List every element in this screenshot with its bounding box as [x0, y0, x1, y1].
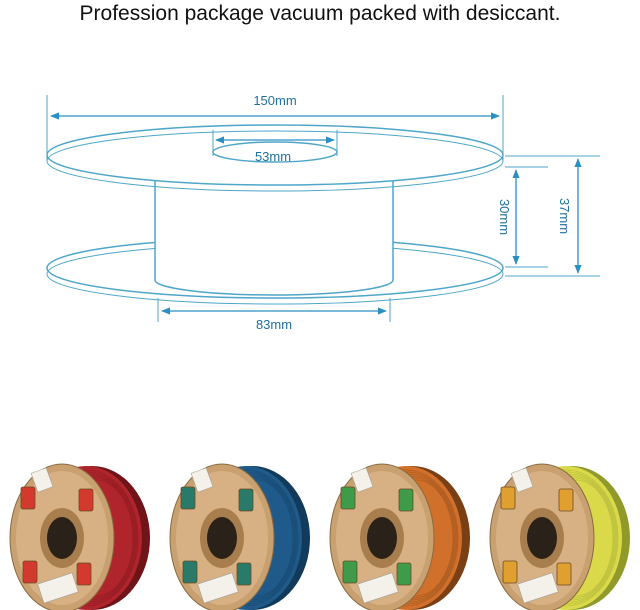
brand-sticker: [30, 467, 54, 493]
hub-hole: [367, 517, 397, 559]
color-window: [556, 562, 572, 586]
color-window: [182, 560, 198, 584]
inner-width-label: 30mm: [497, 199, 512, 235]
flange-diameter-label: 150mm: [253, 93, 296, 108]
hub-hole: [47, 517, 77, 559]
spec-label: [197, 572, 239, 604]
spool-photos: [0, 450, 640, 610]
color-window: [396, 562, 412, 586]
spool-photo-red: [9, 463, 150, 610]
color-window: [76, 562, 92, 586]
color-window: [558, 488, 574, 512]
core-diameter-label: 83mm: [256, 317, 292, 330]
hole-diameter-label: 53mm: [255, 149, 291, 164]
color-window: [340, 486, 356, 510]
color-window: [180, 486, 196, 510]
hub-hole: [207, 517, 237, 559]
spool-dimension-diagram: 150mm 53mm 83mm 30mm 37mm: [46, 93, 600, 330]
spool-photo-blue: [169, 463, 310, 610]
outer-width-label: 37mm: [557, 198, 572, 234]
brand-sticker: [510, 467, 534, 493]
top-flange-edge: [46, 130, 504, 192]
spec-label: [517, 572, 559, 604]
spool-photo-orange: [329, 463, 470, 610]
brand-sticker: [190, 467, 214, 493]
spool-photo-yellow: [489, 463, 630, 610]
color-window: [342, 560, 358, 584]
color-window: [502, 560, 518, 584]
color-window: [78, 488, 94, 512]
color-window: [20, 486, 36, 510]
color-window: [236, 562, 252, 586]
spec-label: [37, 572, 79, 604]
hub-hole: [527, 517, 557, 559]
color-window: [238, 488, 254, 512]
spec-label: [357, 572, 399, 604]
headline: Profession package vacuum packed with de…: [79, 2, 561, 25]
color-window: [398, 488, 414, 512]
brand-sticker: [350, 467, 374, 493]
color-window: [22, 560, 38, 584]
color-window: [500, 486, 516, 510]
core-bottom-arc: [154, 279, 394, 296]
